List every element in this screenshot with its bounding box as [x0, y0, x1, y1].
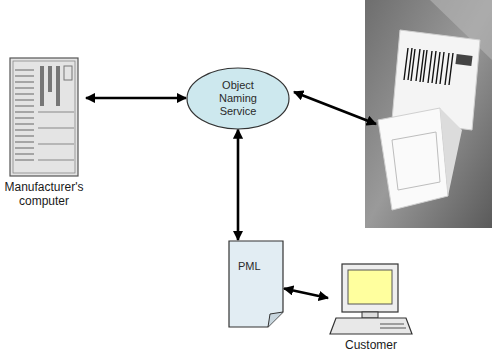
- server-node: Manufacturer's computer: [2, 56, 86, 208]
- connector-arrow: [237, 130, 240, 241]
- node-label: PML: [238, 260, 284, 273]
- node-label: Manufacturer's computer: [2, 180, 86, 208]
- document-node: PML: [228, 240, 284, 328]
- node-label: Customer: [328, 338, 414, 352]
- connector-arrow: [284, 288, 328, 298]
- computer-node: Customer: [328, 262, 414, 352]
- node-label: Object Naming Service: [208, 79, 268, 118]
- service-ellipse: Object Naming Service: [186, 67, 290, 130]
- computer-icon: [328, 262, 414, 338]
- tag-link-arrow: [294, 92, 376, 124]
- document-shape: [228, 240, 284, 328]
- rfid-tag-photo: [365, 0, 492, 228]
- server-icon: [2, 56, 86, 180]
- connector-arrow: [86, 97, 186, 100]
